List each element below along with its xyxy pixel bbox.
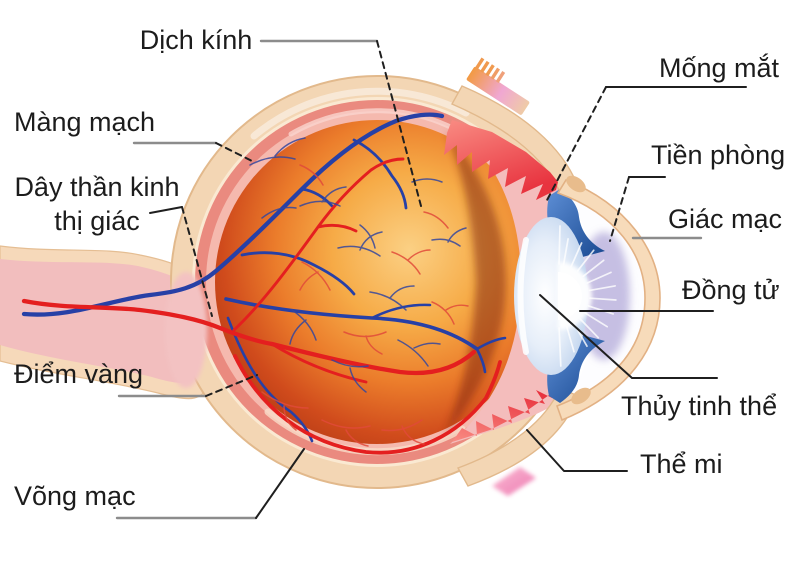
- label-tien-phong: Tiền phòng: [651, 140, 785, 170]
- iris-radial-streaks: [558, 225, 617, 367]
- eye-illustration: [0, 57, 661, 496]
- optic-disc: [165, 272, 207, 388]
- leader-tien-phong-1: [609, 176, 630, 242]
- leader-the-mi: [526, 429, 628, 472]
- limbus-node-bottom: [571, 387, 591, 405]
- leader-mang-mach-1: [215, 142, 253, 162]
- ciliary-body-upper: [444, 120, 558, 200]
- leader-thuy-tinh-the: [539, 294, 718, 379]
- blood-vessels: [21, 112, 507, 455]
- label-dich-kinh: Dịch kính: [140, 25, 253, 55]
- muscle-fan: [466, 57, 530, 115]
- label-dong-tu: Đồng tử: [682, 275, 780, 305]
- central-retinal-vein: [21, 112, 445, 317]
- muscle-fan-tooth: [474, 57, 485, 70]
- muscle-fan-tooth: [490, 67, 500, 80]
- ciliary-body-lower: [452, 385, 560, 442]
- label-giac-mac: Giác mạc: [668, 204, 782, 234]
- muscle-fan-band: [466, 66, 530, 115]
- muscle-patch-bottom: [492, 467, 536, 496]
- label-thuy-tinh-the: Thủy tinh thể: [621, 391, 777, 421]
- muscle-fan-tooth: [485, 64, 495, 77]
- label-vong-mac: Võng mạc: [14, 481, 136, 511]
- optic-nerve-core: [0, 259, 196, 383]
- label-mang-mach: Màng mạch: [14, 107, 155, 137]
- artery-lower-arc: [233, 354, 502, 455]
- central-retinal-artery: [21, 298, 477, 376]
- pupil-highlight: [558, 262, 592, 330]
- label-diem-vang: Điểm vàng: [14, 359, 143, 389]
- capillaries-blue: [249, 137, 467, 393]
- label-mong-mat: Mống mắt: [659, 52, 780, 83]
- sclera-flare-bottom: [456, 387, 579, 487]
- artery-branches: [232, 157, 405, 384]
- pupil-core: [558, 272, 582, 320]
- capillaries-red: [261, 164, 469, 447]
- muscle-fan-tooth: [480, 60, 490, 73]
- sclera-highlight: [250, 87, 470, 140]
- limbus-node-top: [566, 175, 586, 193]
- muscle-fan-tooth: [495, 71, 506, 83]
- cornea-band: [555, 179, 661, 422]
- vitreous-cut-shadow: [444, 130, 506, 436]
- leader-day-than-kinh-thi-giac-1: [181, 206, 213, 317]
- anterior-chamber-tint: [578, 232, 630, 360]
- label-the-mi: Thể mi: [640, 449, 723, 479]
- leader-dich-kinh-1: [376, 40, 422, 207]
- vein-branches-2: [226, 303, 507, 443]
- leader-day-than-kinh-thi-giac: [149, 206, 183, 214]
- retina-highlight-top: [288, 108, 465, 137]
- vein-branches: [240, 138, 408, 296]
- leader-diem-vang-1: [205, 374, 258, 397]
- leader-mong-mat-1: [544, 86, 607, 205]
- leader-vong-mac-1: [255, 448, 305, 519]
- lens-highlight: [517, 237, 529, 355]
